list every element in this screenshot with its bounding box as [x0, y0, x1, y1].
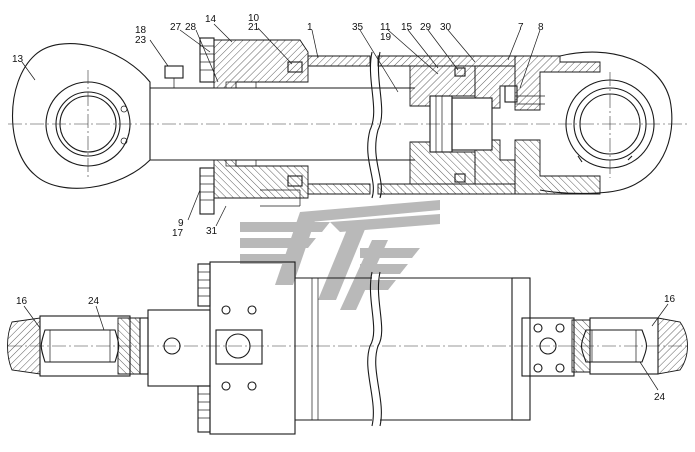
- label-19: 19: [380, 32, 392, 43]
- label-24-left: 24: [88, 296, 100, 307]
- label-17: 17: [172, 228, 184, 239]
- label-31: 31: [206, 226, 218, 237]
- label-9: 9: [178, 218, 184, 229]
- label-1: 1: [307, 22, 313, 33]
- label-21: 21: [248, 22, 260, 33]
- label-23: 23: [135, 35, 147, 46]
- label-14: 14: [205, 14, 217, 25]
- label-18: 18: [135, 25, 147, 36]
- label-30: 30: [440, 22, 452, 33]
- label-10: 10: [248, 13, 260, 24]
- label-16-right: 16: [664, 294, 676, 305]
- label-7: 7: [518, 22, 524, 33]
- part-labels: 13 18 23 27 28 14 10 21 1 35 11 19 15 29…: [12, 13, 676, 403]
- bottom-outer-view: [7, 261, 690, 435]
- label-28: 28: [185, 22, 197, 33]
- label-24-right: 24: [654, 392, 666, 403]
- leader-lines: [21, 23, 669, 391]
- label-11: 11: [380, 22, 391, 33]
- label-27: 27: [170, 22, 182, 33]
- watermark-logo: [240, 200, 440, 310]
- label-8: 8: [538, 22, 544, 33]
- label-16-left: 16: [16, 296, 28, 307]
- top-section-view: [8, 37, 690, 215]
- label-13: 13: [12, 54, 24, 65]
- label-29: 29: [420, 22, 432, 33]
- label-35: 35: [352, 22, 364, 33]
- label-15: 15: [401, 22, 413, 33]
